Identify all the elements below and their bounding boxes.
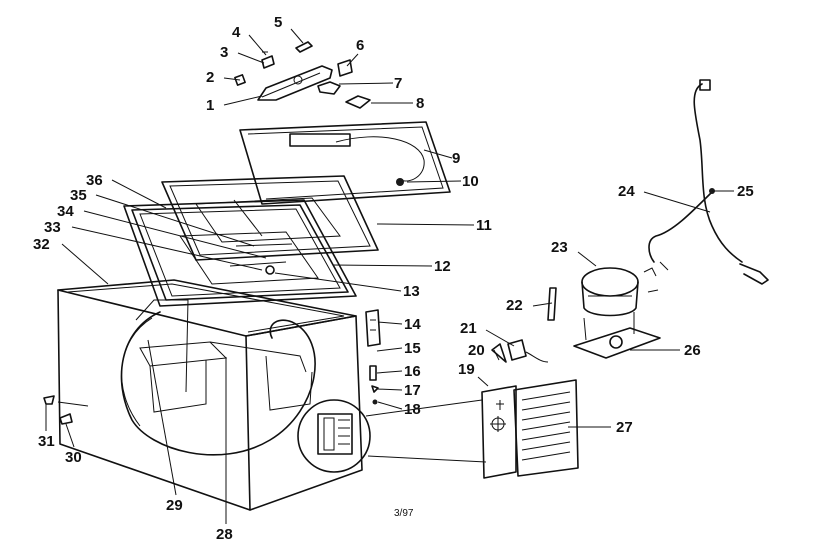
callout-labels: 1 2 3 4 5 6 7 8 9 10 11 12 13 14 15 16 1… [33, 14, 754, 543]
callout-23: 23 [551, 239, 568, 256]
lid-outer-panel [239, 121, 451, 205]
callout-4: 4 [232, 24, 241, 41]
callout-8: 8 [416, 95, 424, 112]
callout-24: 24 [618, 183, 635, 200]
callout-26: 26 [684, 342, 701, 359]
callout-17: 17 [404, 382, 421, 399]
callout-13: 13 [403, 283, 420, 300]
callout-20: 20 [468, 342, 485, 359]
lid-liner [161, 175, 379, 261]
callout-14: 14 [404, 316, 421, 333]
callout-3: 3 [220, 44, 228, 61]
callout-9: 9 [452, 150, 460, 167]
callout-10: 10 [462, 173, 479, 190]
callout-7: 7 [394, 75, 402, 92]
lid-handle-assembly [234, 41, 371, 109]
callout-11: 11 [476, 217, 492, 234]
callout-21: 21 [460, 320, 477, 337]
callout-32: 32 [33, 236, 50, 253]
callout-27: 27 [616, 419, 633, 436]
callout-22: 22 [506, 297, 523, 314]
callout-5: 5 [274, 14, 282, 31]
callout-31: 31 [38, 433, 55, 450]
freezer-cabinet [43, 279, 487, 511]
date-code: 3/97 [394, 508, 414, 519]
callout-30: 30 [65, 449, 82, 466]
compressor-assembly [547, 79, 769, 359]
callout-36: 36 [86, 172, 103, 189]
control-panel-parts [481, 339, 579, 479]
callout-16: 16 [404, 363, 421, 380]
callout-15: 15 [404, 340, 421, 357]
callout-2: 2 [206, 69, 214, 86]
callout-28: 28 [216, 526, 233, 543]
callout-19: 19 [458, 361, 475, 378]
callout-6: 6 [356, 37, 364, 54]
callout-18: 18 [404, 401, 421, 418]
callout-leaders [45, 28, 734, 524]
callout-12: 12 [434, 258, 451, 275]
callout-1: 1 [206, 97, 214, 114]
callout-25: 25 [737, 183, 754, 200]
callout-35: 35 [70, 187, 87, 204]
callout-33: 33 [44, 219, 61, 236]
callout-34: 34 [57, 203, 74, 220]
callout-29: 29 [166, 497, 183, 514]
hinge-hardware [365, 309, 381, 405]
lid-gasket-frame [123, 199, 357, 307]
